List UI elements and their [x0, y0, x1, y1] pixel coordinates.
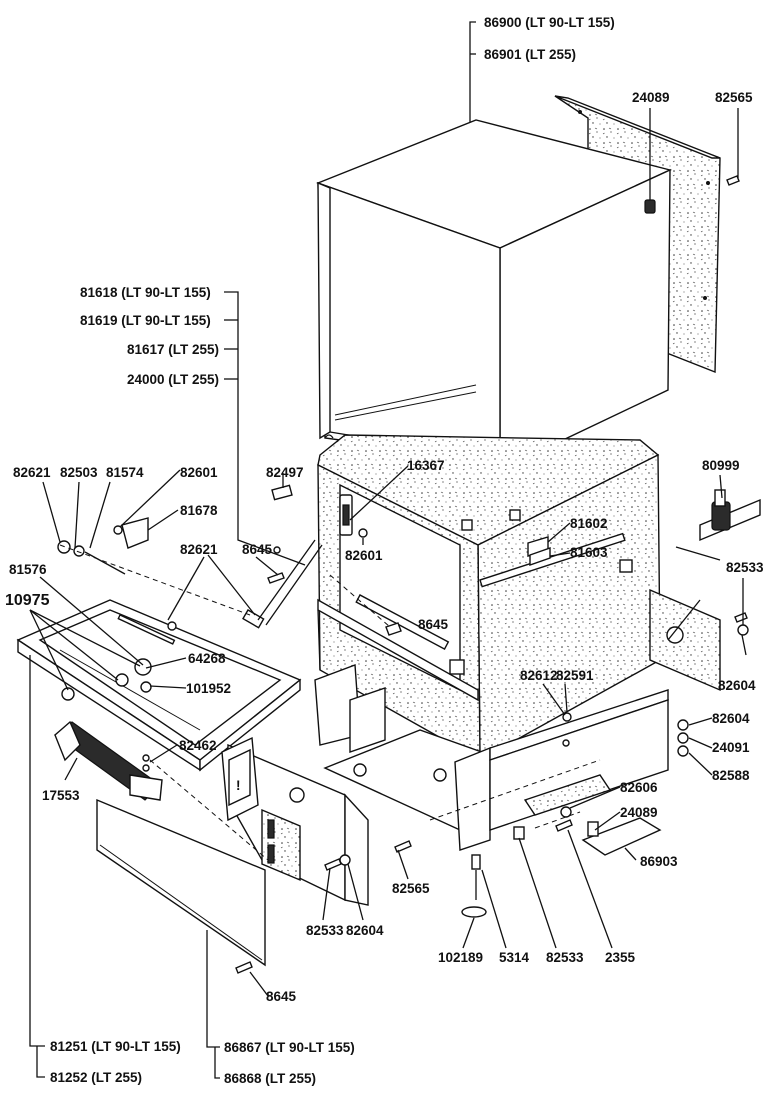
label-17553: 17553 [42, 788, 80, 803]
label-82604-panel: 82604 [346, 923, 384, 938]
label-82621-mid: 82621 [180, 542, 218, 557]
label-82604-stack: 82604 [712, 711, 750, 726]
label-64268: 64268 [188, 651, 226, 666]
assembly-lines [59, 544, 601, 861]
label-82533-right: 82533 [726, 560, 764, 575]
label-81618: 81618 (LT 90-LT 155) [80, 285, 211, 300]
label-82462: 82462 [179, 738, 217, 753]
callout-labels: 86900 (LT 90-LT 155) 86901 (LT 255) 2408… [5, 15, 764, 1086]
service-panel: ! [221, 736, 369, 906]
label-82497: 82497 [266, 465, 304, 480]
right-side-panel [649, 588, 721, 692]
label-82533-panel: 82533 [306, 923, 344, 938]
front-door [16, 599, 302, 772]
label-86867: 86867 (LT 90-LT 155) [224, 1040, 355, 1055]
label-82601-left: 82601 [180, 465, 218, 480]
label-82565-top: 82565 [715, 90, 753, 105]
label-101952: 101952 [186, 681, 231, 696]
leader-lines [29, 21, 747, 1079]
label-82601-mid: 82601 [345, 548, 383, 563]
label-86900: 86900 (LT 90-LT 155) [484, 15, 615, 30]
label-81574: 81574 [106, 465, 144, 480]
label-81602: 81602 [570, 516, 608, 531]
label-81251: 81251 (LT 90-LT 155) [50, 1039, 181, 1054]
label-82591: 82591 [556, 668, 594, 683]
label-86903: 86903 [640, 854, 678, 869]
label-24089-top: 24089 [632, 90, 670, 105]
label-81617: 81617 (LT 255) [127, 342, 219, 357]
label-82612: 82612 [520, 668, 558, 683]
label-82606: 82606 [620, 780, 658, 795]
svg-text:!: ! [236, 778, 241, 793]
label-16367: 16367 [407, 458, 445, 473]
label-8645-mid: 8645 [418, 617, 449, 632]
top-hood [316, 119, 673, 472]
label-8645-left: 8645 [242, 542, 273, 557]
label-81576: 81576 [9, 562, 47, 577]
label-10975: 10975 [5, 592, 50, 609]
label-82565-bottom: 82565 [392, 881, 430, 896]
label-24089-bottom: 24089 [620, 805, 658, 820]
label-80999: 80999 [702, 458, 740, 473]
label-81619: 81619 (LT 90-LT 155) [80, 313, 211, 328]
label-24091: 24091 [712, 740, 750, 755]
label-81252: 81252 (LT 255) [50, 1070, 142, 1085]
label-81678: 81678 [180, 503, 218, 518]
label-5314: 5314 [499, 950, 530, 965]
front-plate [96, 798, 266, 967]
label-24000: 24000 (LT 255) [127, 372, 219, 387]
small-parts [142, 175, 749, 974]
label-86901: 86901 (LT 255) [484, 47, 576, 62]
label-102189: 102189 [438, 950, 483, 965]
label-2355: 2355 [605, 950, 636, 965]
label-8645-bottom: 8645 [266, 989, 297, 1004]
label-82503: 82503 [60, 465, 98, 480]
cabinet-frame [317, 434, 661, 762]
label-81603: 81603 [570, 545, 608, 560]
base-pan [314, 664, 669, 851]
handle-part [53, 720, 163, 801]
label-82604-right: 82604 [718, 678, 756, 693]
label-86868: 86868 (LT 255) [224, 1071, 316, 1086]
clamp-part [699, 489, 761, 542]
label-82533-base: 82533 [546, 950, 584, 965]
label-82621-left: 82621 [13, 465, 51, 480]
label-82588: 82588 [712, 768, 750, 783]
